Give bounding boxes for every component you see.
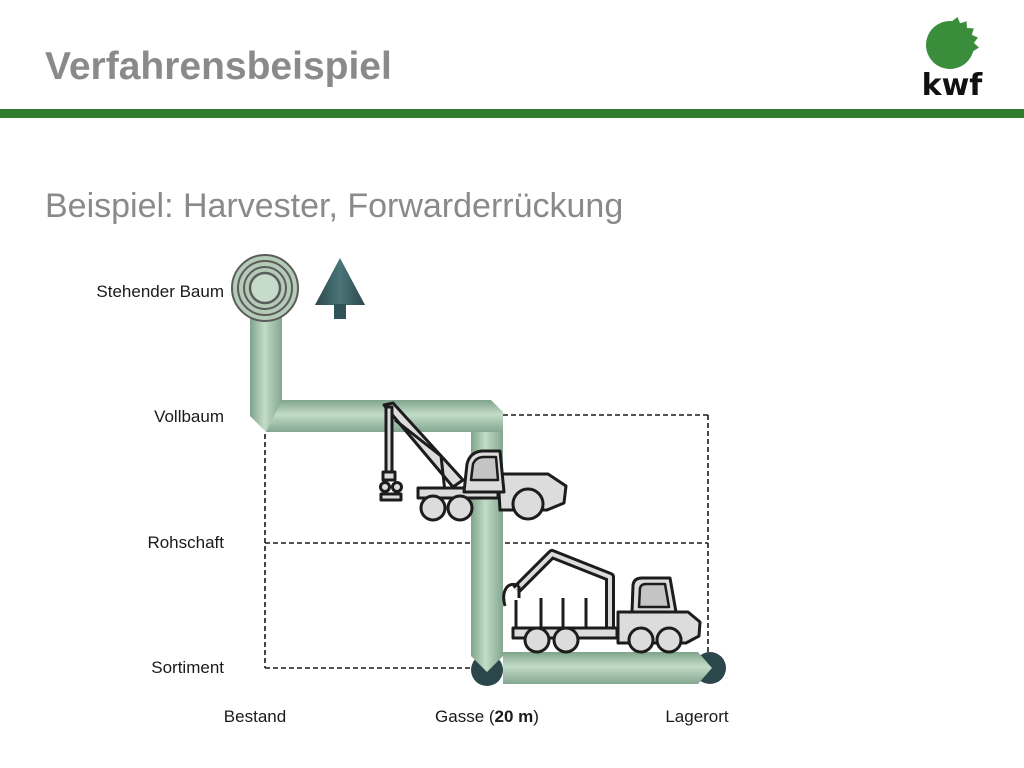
forwarder-icon (502, 549, 702, 654)
logo-saw-teeth (950, 17, 979, 52)
column-label-gasse: Gasse (20 m) (407, 707, 567, 727)
tree-rings-icon (231, 254, 299, 322)
tree-ring-middle (237, 260, 293, 316)
slide-title: Verfahrensbeispiel (45, 45, 392, 88)
slide-subtitle: Beispiel: Harvester, Forwarderrückung (45, 187, 624, 225)
flow-segment-lagerort (503, 652, 712, 684)
tree-crown (315, 258, 365, 305)
row-label-rohschaft: Rohschaft (147, 533, 224, 552)
harvester-icon (379, 401, 568, 522)
tree-trunk (334, 304, 346, 319)
harvester-cab-window (469, 455, 500, 482)
harvester-wheel-rear (511, 487, 545, 521)
row-label-stehender-baum: Stehender Baum (96, 282, 224, 301)
column-label-lagerort: Lagerort (665, 707, 729, 726)
column-label-gasse-suffix: ) (533, 707, 539, 726)
column-label-gasse-prefix: Gasse ( (435, 707, 495, 726)
forwarder-wheel-4 (655, 626, 683, 654)
forwarder-wheel-1 (523, 626, 551, 654)
forwarder-crane-inner (514, 552, 612, 628)
flow-segment-bestand (250, 300, 282, 432)
harvester-boom-arm (394, 418, 447, 493)
harvester-head-body (381, 470, 397, 482)
harvester-rotator (384, 405, 394, 475)
column-label-bestand: Bestand (223, 707, 287, 726)
harvester-head-base (379, 492, 403, 502)
logo-lettering: kwf (922, 68, 984, 103)
forwarder-wheel-2 (552, 626, 580, 654)
forwarder-wheel-3 (627, 626, 655, 654)
forwarder-cab-window (637, 582, 671, 609)
harvester-wheel-front (419, 494, 447, 522)
stage-grid (264, 414, 709, 669)
tree-ring-core (248, 271, 282, 305)
harvester-head-roller-right (391, 481, 403, 493)
harvester-wheel-middle (446, 494, 474, 522)
forwarder-grapple (502, 583, 521, 607)
kwf-logo: kwf (922, 17, 984, 103)
row-label-vollbaum: Vollbaum (154, 407, 224, 426)
harvester-head-roller-left (379, 481, 391, 493)
column-label-gasse-distance: 20 m (494, 707, 534, 726)
tree-ring-inner (243, 266, 287, 310)
conifer-tree-icon (315, 258, 365, 319)
header-accent-bar (0, 109, 1024, 118)
row-label-sortiment: Sortiment (151, 658, 224, 677)
